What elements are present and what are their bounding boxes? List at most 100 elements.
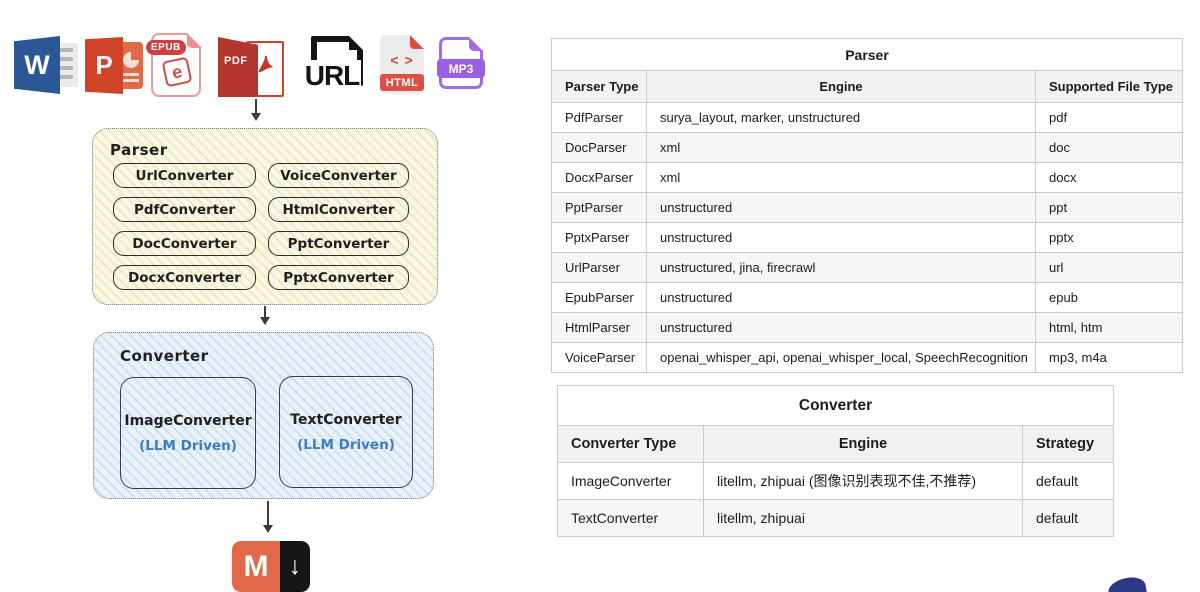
- table-row: DocxParser xml docx: [551, 162, 1183, 193]
- table-row: PdfParser surya_layout, marker, unstruct…: [551, 102, 1183, 133]
- table-row: DocParser xml doc: [551, 132, 1183, 163]
- cell: ppt: [1035, 192, 1183, 223]
- url-label: URL: [303, 60, 361, 93]
- pdf-file-icon: PDF: [218, 37, 286, 97]
- acrobat-glyph: [258, 55, 274, 73]
- cell: VoiceParser: [551, 342, 647, 373]
- parser-group-label: Parser: [110, 141, 168, 159]
- cell: pdf: [1035, 102, 1183, 133]
- cell: unstructured, jina, firecrawl: [646, 252, 1036, 283]
- cell: PdfParser: [551, 102, 647, 133]
- powerpoint-file-icon: P: [85, 37, 143, 94]
- table-row: HtmlParser unstructured html, htm: [551, 312, 1183, 343]
- epub-e-glyph: e: [161, 56, 193, 88]
- cell: openai_whisper_api, openai_whisper_local…: [646, 342, 1036, 373]
- converter-table-title: Converter: [557, 385, 1114, 426]
- parser-table-header-row: Parser Type Engine Supported File Type: [551, 70, 1183, 103]
- arrow-icons-to-parser: [251, 99, 261, 121]
- cell: TextConverter: [557, 499, 704, 537]
- cell: xml: [646, 132, 1036, 163]
- image-converter-card: ImageConverter (LLM Driven): [120, 377, 256, 489]
- markdown-download-icon: M ↓: [232, 541, 310, 592]
- cell: pptx: [1035, 222, 1183, 253]
- cell: unstructured: [646, 192, 1036, 223]
- cell: unstructured: [646, 222, 1036, 253]
- parser-table: Parser Parser Type Engine Supported File…: [551, 38, 1183, 373]
- powerpoint-letter: P: [85, 37, 123, 94]
- table-row: PptParser unstructured ppt: [551, 192, 1183, 223]
- col-converter-type: Converter Type: [557, 425, 704, 463]
- cell: litellm, zhipuai: [703, 499, 1023, 537]
- cell: unstructured: [646, 282, 1036, 313]
- col-engine: Engine: [646, 70, 1036, 103]
- converter-group-box: Converter ImageConverter (LLM Driven) Te…: [93, 332, 434, 499]
- cell: unstructured: [646, 312, 1036, 343]
- parser-item-docconverter: DocConverter: [113, 231, 256, 256]
- cell: doc: [1035, 132, 1183, 163]
- text-converter-card: TextConverter (LLM Driven): [279, 376, 413, 488]
- col-parser-type: Parser Type: [551, 70, 647, 103]
- cell: HtmlParser: [551, 312, 647, 343]
- word-file-icon: W: [14, 36, 78, 94]
- arrow-parser-to-converter: [260, 306, 270, 325]
- converter-table-title-row: Converter: [557, 385, 1114, 426]
- epub-file-icon: e EPUB: [146, 32, 202, 97]
- cell: default: [1022, 499, 1114, 537]
- cell: UrlParser: [551, 252, 647, 283]
- cell: docx: [1035, 162, 1183, 193]
- parser-group-box: Parser UrlConverter VoiceConverter PdfCo…: [92, 128, 438, 305]
- llm-driven-note: (LLM Driven): [139, 437, 237, 454]
- parser-item-voiceconverter: VoiceConverter: [268, 163, 409, 188]
- parser-item-docxconverter: DocxConverter: [113, 265, 256, 290]
- llm-driven-note: (LLM Driven): [297, 436, 395, 453]
- cell: xml: [646, 162, 1036, 193]
- html-file-icon: < > HTML: [380, 35, 424, 94]
- table-row: TextConverter litellm, zhipuai default: [557, 499, 1114, 537]
- cell: mp3, m4a: [1035, 342, 1183, 373]
- cell: html, htm: [1035, 312, 1183, 343]
- converter-group-label: Converter: [120, 347, 209, 365]
- epub-badge: EPUB: [146, 40, 186, 55]
- mp3-file-icon: MP3: [437, 37, 485, 89]
- table-row: ImageConverter litellm, zhipuai (图像识别表现不…: [557, 462, 1114, 500]
- table-row: PptxParser unstructured pptx: [551, 222, 1183, 253]
- parser-items-grid: UrlConverter VoiceConverter PdfConverter…: [113, 163, 409, 290]
- cell: DocxParser: [551, 162, 647, 193]
- arrow-converter-to-markdown: [263, 501, 273, 533]
- converter-name: ImageConverter: [124, 412, 252, 429]
- parser-item-pdfconverter: PdfConverter: [113, 197, 256, 222]
- cell: surya_layout, marker, unstructured: [646, 102, 1036, 133]
- pdf-cover: [218, 37, 258, 97]
- pdf-label: PDF: [224, 55, 248, 67]
- converter-name: TextConverter: [290, 411, 402, 428]
- download-arrow-icon: ↓: [280, 541, 310, 592]
- cell: litellm, zhipuai (图像识别表现不佳,不推荐): [703, 462, 1023, 500]
- table-row: VoiceParser openai_whisper_api, openai_w…: [551, 342, 1183, 373]
- col-strategy: Strategy: [1022, 425, 1114, 463]
- converter-table: Converter Converter Type Engine Strategy…: [557, 385, 1114, 537]
- slide-line: [123, 79, 139, 82]
- code-brackets-glyph: < >: [390, 52, 414, 68]
- pie-chart-glyph: [123, 52, 139, 68]
- col-engine: Engine: [703, 425, 1023, 463]
- cell: PptParser: [551, 192, 647, 223]
- cell: ImageConverter: [557, 462, 704, 500]
- table-row: EpubParser unstructured epub: [551, 282, 1183, 313]
- url-file-icon: URL: [303, 36, 363, 93]
- partial-logo: [1106, 575, 1148, 592]
- markdown-m-letter: M: [232, 541, 280, 592]
- cell: PptxParser: [551, 222, 647, 253]
- cell: DocParser: [551, 132, 647, 163]
- slide-line: [123, 73, 139, 76]
- cell: EpubParser: [551, 282, 647, 313]
- parser-item-urlconverter: UrlConverter: [113, 163, 256, 188]
- col-supported-file-type: Supported File Type: [1035, 70, 1183, 103]
- parser-item-pptconverter: PptConverter: [268, 231, 409, 256]
- parser-item-pptxconverter: PptxConverter: [268, 265, 409, 290]
- mp3-banner: MP3: [437, 59, 485, 78]
- cell: url: [1035, 252, 1183, 283]
- cell: default: [1022, 462, 1114, 500]
- parser-table-title: Parser: [551, 38, 1183, 71]
- parser-table-title-row: Parser: [551, 38, 1183, 71]
